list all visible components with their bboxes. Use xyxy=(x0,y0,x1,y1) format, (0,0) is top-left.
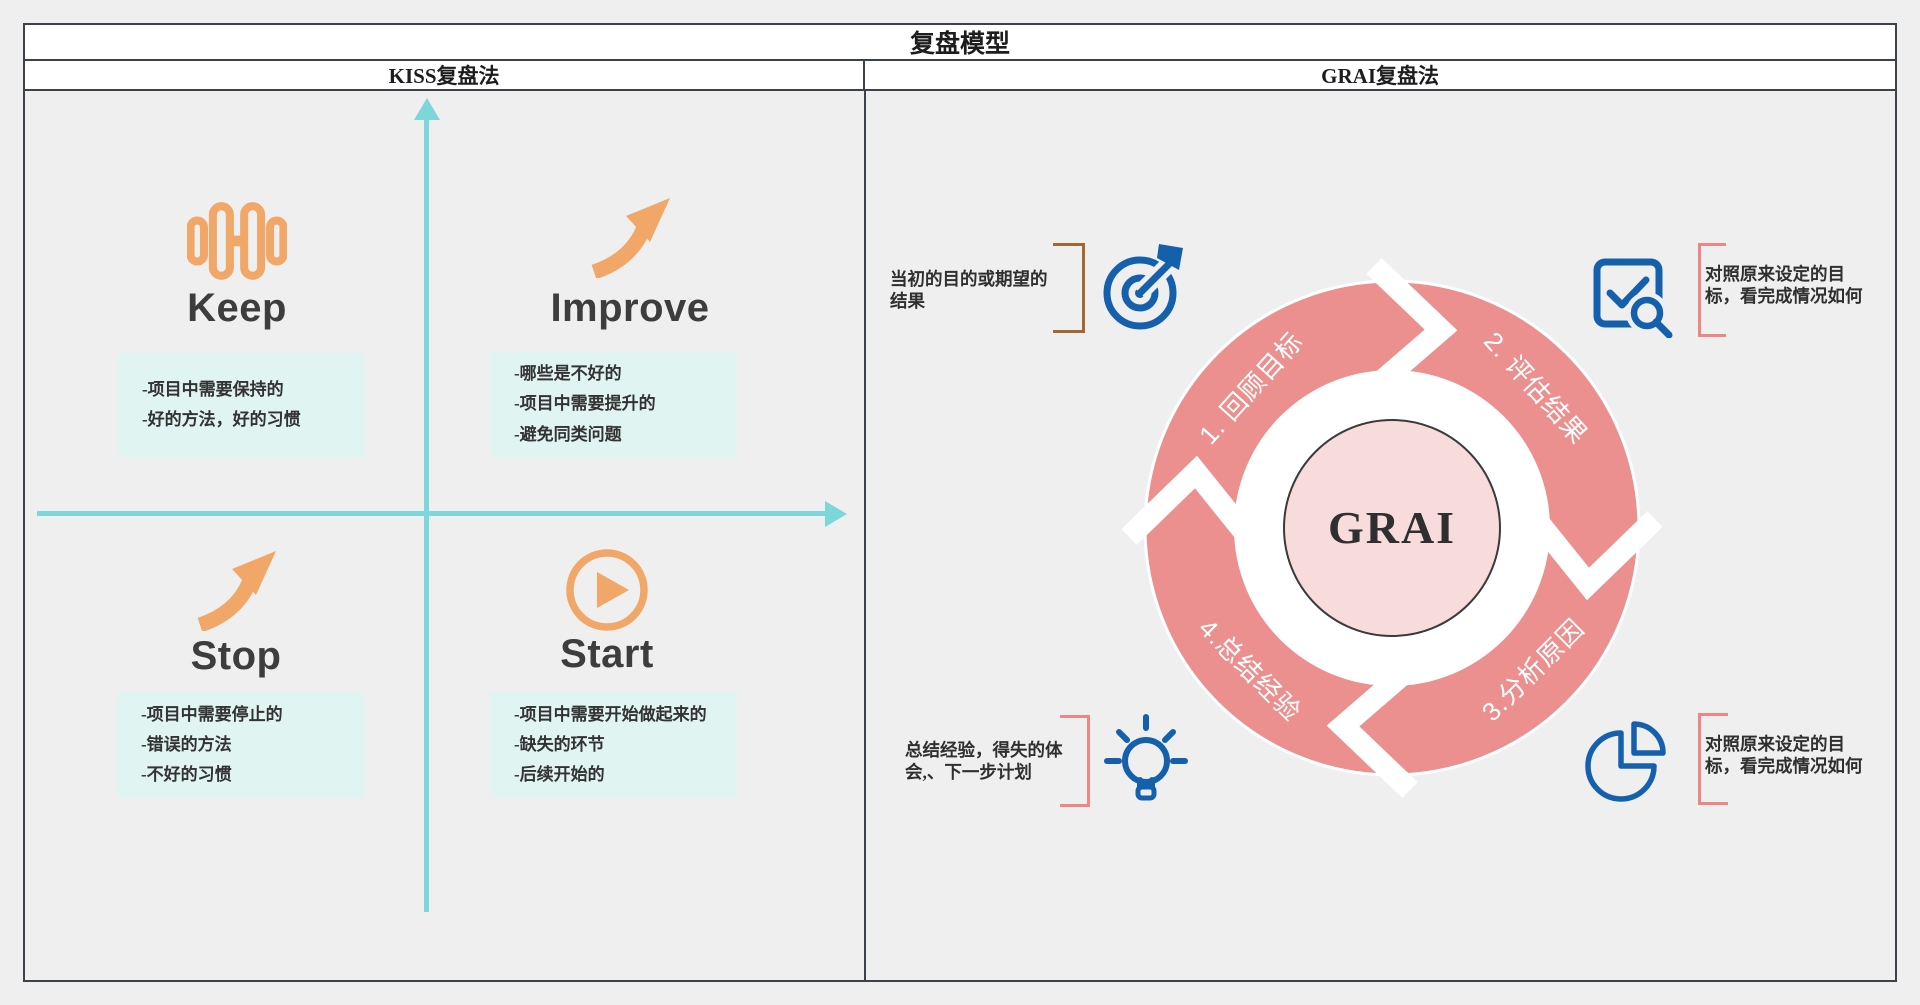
result-bracket xyxy=(1698,243,1726,337)
kiss-section-title: KISS复盘法 xyxy=(388,64,500,88)
kiss-horizontal-axis-arrowhead-icon xyxy=(825,501,847,527)
grai-section-header: GRAI复盘法 xyxy=(865,61,1895,89)
check-search-icon xyxy=(1593,258,1673,338)
kiss-section-header: KISS复盘法 xyxy=(25,61,866,89)
improve-notes: -哪些是不好的 -项目中需要提升的 -避免同类问题 xyxy=(490,352,737,457)
improve-title: Improve xyxy=(550,286,710,330)
section-header-row: KISS复盘法 GRAI复盘法 xyxy=(23,59,1897,91)
stop-title: Stop xyxy=(190,634,282,678)
section-divider xyxy=(864,89,866,982)
grai-center-label: GRAI xyxy=(1327,502,1457,553)
play-icon xyxy=(566,549,648,631)
content-area-border xyxy=(23,89,1897,982)
grai-cycle-ring xyxy=(1122,258,1662,798)
analysis-annotation-text: 对照原来设定的目 标，看完成情况如何 xyxy=(1705,734,1863,776)
dumbbell-icon xyxy=(187,202,287,280)
rising-arrow-icon xyxy=(591,198,670,278)
keep-notes: -项目中需要保持的 -好的方法，好的习惯 xyxy=(118,353,365,457)
goal-bracket xyxy=(1053,243,1085,333)
target-dart-icon xyxy=(1103,244,1183,330)
keep-title: Keep xyxy=(187,286,287,330)
cycle-arrow-right xyxy=(1530,511,1662,601)
insight-bracket xyxy=(1060,715,1090,807)
kiss-vertical-axis-arrowhead-icon xyxy=(414,98,440,120)
cycle-arrow-bottom xyxy=(1326,666,1418,798)
start-notes: -项目中需要开始做起来的 -缺失的环节 -后续开始的 xyxy=(490,692,737,798)
page-title: 复盘模型 xyxy=(909,31,1010,58)
result-annotation-text: 对照原来设定的目 标，看完成情况如何 xyxy=(1705,264,1863,306)
cycle-arrow-top xyxy=(1366,258,1458,390)
start-title: Start xyxy=(560,632,654,676)
goal-annotation-text: 当初的目的或期望的 结果 xyxy=(890,269,1048,311)
kiss-horizontal-axis xyxy=(37,511,827,516)
pie-chart-icon xyxy=(1585,721,1666,802)
rising-arrow-icon xyxy=(197,551,276,631)
insight-annotation-text: 总结经验，得失的体 会,、下一步计划 xyxy=(905,740,1063,782)
diagram-title-bar: 复盘模型 xyxy=(23,23,1897,61)
analysis-bracket xyxy=(1698,713,1728,805)
grai-section-title: GRAI复盘法 xyxy=(1321,64,1440,88)
cycle-arrow-left xyxy=(1122,455,1254,545)
stop-notes: -项目中需要停止的 -错误的方法 -不好的习惯 xyxy=(117,692,365,798)
lightbulb-icon xyxy=(1104,714,1188,801)
